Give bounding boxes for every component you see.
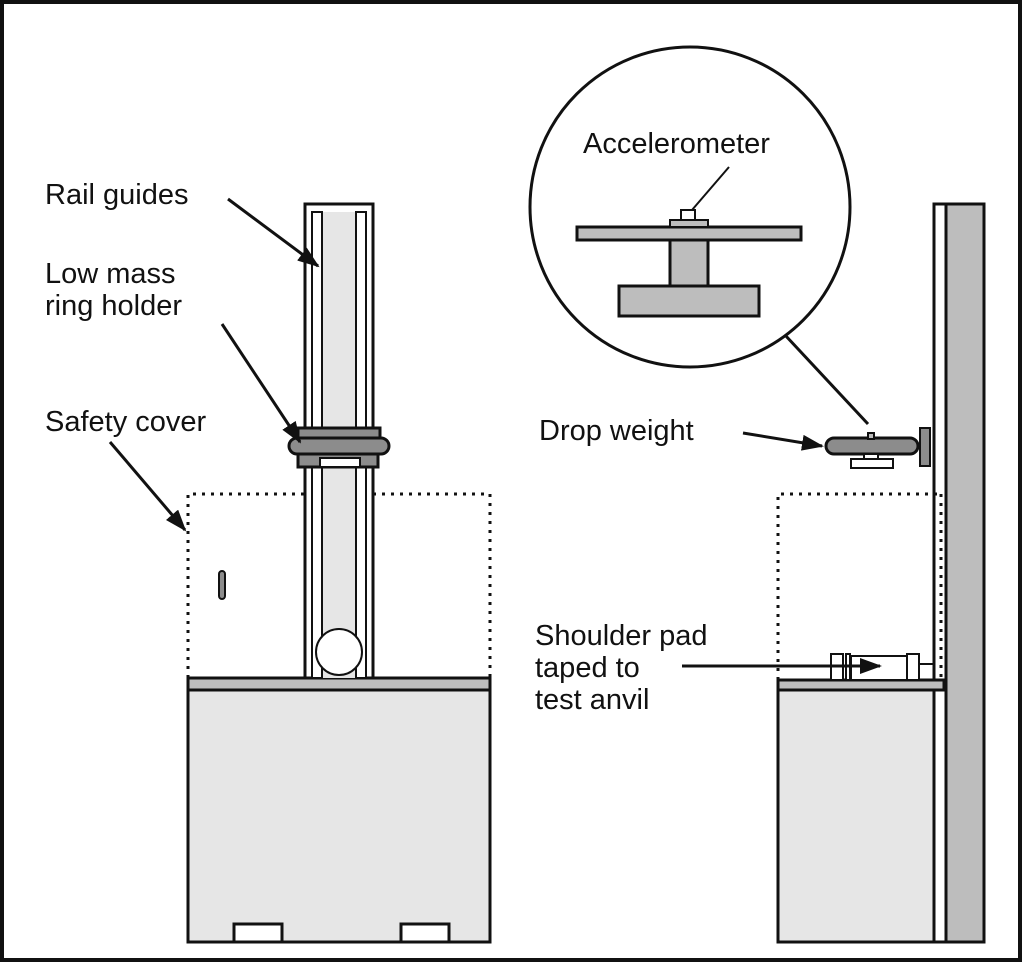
right-apparatus xyxy=(776,202,986,944)
drop-weight-arm xyxy=(824,436,920,456)
label-accelerometer: Accelerometer xyxy=(583,128,770,160)
left-anvil-plate xyxy=(186,676,492,692)
drop-weight-impactor xyxy=(850,458,894,469)
right-base-cabinet xyxy=(776,688,936,944)
detail-circle xyxy=(528,45,852,369)
drop-weight-bracket xyxy=(919,427,931,467)
pad-clamp-right xyxy=(906,653,920,681)
shoulder-pad xyxy=(850,655,908,681)
arrow-safety-cover xyxy=(108,441,187,532)
ring-holder-ring xyxy=(287,436,391,456)
left-foot-1 xyxy=(232,922,284,944)
drop-weight-accelerometer xyxy=(867,432,875,440)
arrow-ring-holder xyxy=(220,323,302,444)
accelerometer-detail xyxy=(528,45,870,426)
label-rail-guides: Rail guides xyxy=(45,179,188,211)
label-shoulder-3: test anvil xyxy=(535,684,649,716)
label-safety-cover: Safety cover xyxy=(45,406,207,438)
detail-accelerometer xyxy=(680,209,696,221)
label-low-mass-1: Low mass xyxy=(45,258,176,290)
ring-holder-slot xyxy=(319,457,361,468)
left-base-cabinet xyxy=(186,688,492,944)
label-shoulder-2: taped to xyxy=(535,652,640,684)
safety-cover-handle xyxy=(218,570,226,600)
arrow-rail-guides xyxy=(227,197,320,268)
impact-ball xyxy=(315,628,363,676)
label-drop-weight: Drop weight xyxy=(539,415,694,447)
detail-plate xyxy=(575,225,803,242)
label-shoulder-1: Shoulder pad xyxy=(535,620,708,652)
left-apparatus xyxy=(186,202,492,944)
right-anvil-plate xyxy=(776,678,946,692)
accelerometer-leader xyxy=(691,166,730,211)
left-foot-2 xyxy=(399,922,451,944)
detail-connector-line xyxy=(783,333,870,426)
label-low-mass-2: ring holder xyxy=(45,290,182,322)
detail-base xyxy=(617,284,761,318)
detail-mount xyxy=(669,219,709,228)
right-column-rail xyxy=(932,202,948,944)
arrow-drop-weight xyxy=(742,431,824,451)
detail-stem xyxy=(668,238,710,288)
